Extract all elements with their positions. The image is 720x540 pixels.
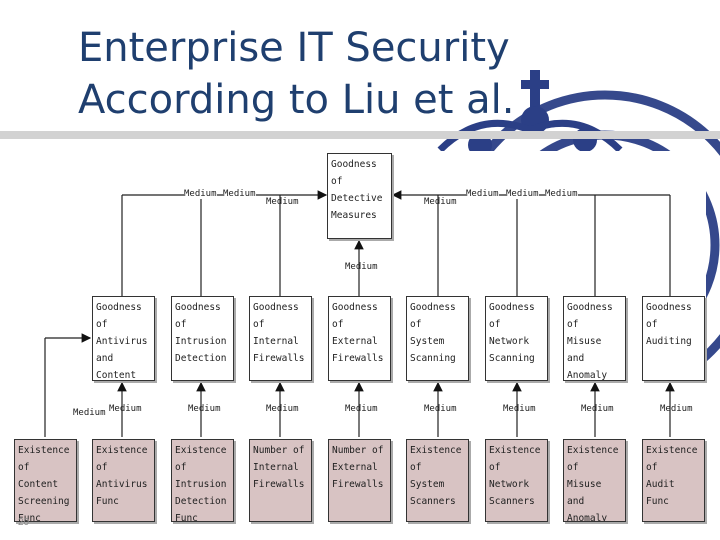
edge-label-medium: Medium: [424, 404, 457, 414]
node-existence-content-screening: Existence of Content Screening Func: [14, 439, 77, 522]
node-goodness-detective-measures: Goodness of Detective Measures: [327, 153, 392, 239]
node-existence-system-scanners: Existence of System Scanners: [406, 439, 469, 522]
node-existence-misuse-anomaly: Existence of Misuse and Anomaly Detector…: [563, 439, 626, 522]
node-goodness-antivirus: Goodness of Antivirus and Content Screen…: [92, 296, 155, 381]
node-goodness-network-scanning: Goodness of Network Scanning: [485, 296, 548, 381]
title-divider: [0, 131, 720, 139]
slide-title-line-2: According to Liu et al.: [78, 77, 515, 123]
edge-label-medium: Medium: [660, 404, 693, 414]
edge-label-medium: Medium: [188, 404, 221, 414]
node-number-internal-firewalls: Number of Internal Firewalls: [249, 439, 312, 522]
node-existence-antivirus: Existence of Antivirus Func: [92, 439, 155, 522]
node-goodness-system-scanning: Goodness of System Scanning: [406, 296, 469, 381]
edge-label-medium: Medium: [266, 404, 299, 414]
node-existence-intrusion-detection: Existence of Intrusion Detection Func: [171, 439, 234, 522]
edge-label-medium: Medium: [424, 197, 457, 207]
edge-label-medium: Medium: [266, 197, 299, 207]
edge-label-medium: Medium: [545, 189, 578, 199]
edge-label-medium: Medium: [109, 404, 142, 414]
slide-title-line-1: Enterprise IT Security: [78, 25, 510, 71]
page-number: 20: [18, 517, 30, 528]
node-existence-audit-func: Existence of Audit Func: [642, 439, 705, 522]
node-goodness-external-firewalls: Goodness of External Firewalls: [328, 296, 391, 381]
node-number-external-firewalls: Number of External Firewalls: [328, 439, 391, 522]
node-goodness-intrusion-detection: Goodness of Intrusion Detection: [171, 296, 234, 381]
node-goodness-internal-firewalls: Goodness of Internal Firewalls: [249, 296, 312, 381]
edge-label-medium: Medium: [581, 404, 614, 414]
node-goodness-auditing: Goodness of Auditing: [642, 296, 705, 381]
node-existence-network-scanners: Existence of Network Scanners: [485, 439, 548, 522]
edge-label-medium: Medium: [345, 262, 378, 272]
edge-label-medium: Medium: [223, 189, 256, 199]
edge-label-medium: Medium: [184, 189, 217, 199]
edge-label-medium: Medium: [503, 404, 536, 414]
edge-label-medium: Medium: [345, 404, 378, 414]
edge-label-medium: Medium: [466, 189, 499, 199]
node-goodness-misuse-anomaly: Goodness of Misuse and Anomaly Detection: [563, 296, 626, 381]
edge-label-medium: Medium: [506, 189, 539, 199]
edge-label-medium: Medium: [73, 408, 106, 418]
